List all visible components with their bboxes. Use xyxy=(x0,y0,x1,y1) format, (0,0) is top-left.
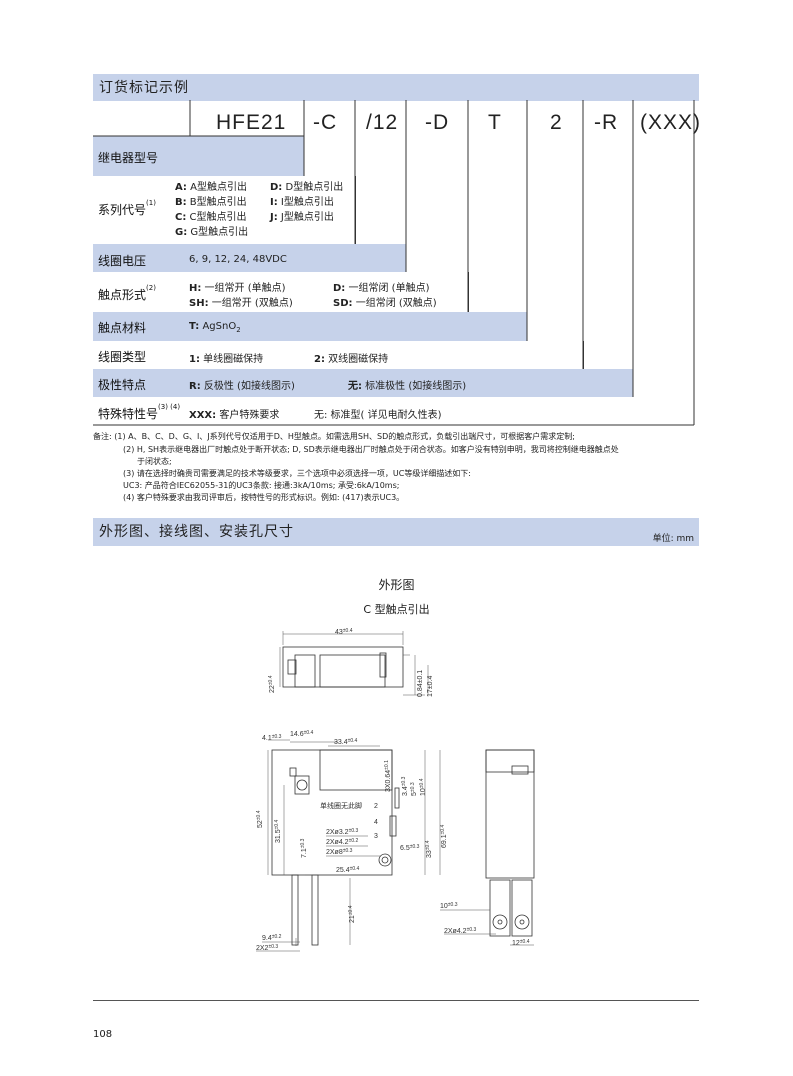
dim-21: 21±0.4 xyxy=(348,905,356,923)
code-part-contact: -D xyxy=(425,111,450,134)
dim-side-10: 10±0.3 xyxy=(440,902,458,910)
polarity-label: 极性特点 xyxy=(98,378,147,392)
note-2: (2) H, SH表示继电器出厂时触点处于断开状态; D, SD表示继电器出厂时… xyxy=(123,445,619,454)
coil-voltage-label: 线圈电压 xyxy=(98,254,147,268)
note-4: (4) 客户特殊要求由我司评审后，按特性号的形式标识。例如: (417)表示UC… xyxy=(123,493,405,502)
dim-3-4: 3.4±0.3 xyxy=(401,776,409,796)
series-label: 系列代号(1) xyxy=(98,199,156,217)
drawing-subtitle: C 型触点引出 xyxy=(363,603,430,616)
dim-6-5: 6.5±0.3 xyxy=(400,844,420,852)
coil-type-1: 1: 单线圈磁保持 xyxy=(189,354,264,365)
relay-type-label: 继电器型号 xyxy=(98,151,159,165)
contact-material-label: 触点材料 xyxy=(98,321,147,335)
step-block-6 xyxy=(93,341,584,369)
ordering-lines xyxy=(93,100,695,426)
contact-form-h: H: 一组常开 (单触点) xyxy=(189,283,286,294)
outline-header-band: 外形图、接线图、安装孔尺寸 单位: mm xyxy=(93,518,699,546)
dim-9-4: 9.4±0.2 xyxy=(262,934,282,942)
code-part-material: T xyxy=(488,111,502,134)
pin-3-label: 3 xyxy=(374,833,378,840)
ordering-header-band: 订货标记示例 xyxy=(93,74,699,101)
coil-type-label: 线圈类型 xyxy=(98,350,147,364)
step-block-2 xyxy=(93,176,356,244)
polarity-standard: 无: 标准极性 (如接线图示) xyxy=(348,381,467,392)
note-3b: UC3: 产品符合IEC62055-31的UC3条款: 接通:3kA/10ms;… xyxy=(123,481,400,490)
dim-2x2: 2X2±0.3 xyxy=(256,944,278,952)
single-coil-note: 单线圈无此脚 xyxy=(320,801,362,810)
contact-form-sh: SH: 一组常开 (双触点) xyxy=(189,298,293,309)
code-part-polarity: -R xyxy=(594,111,619,134)
note-2b: 于闭状态; xyxy=(137,457,172,466)
dim-5: 5±0.3 xyxy=(410,782,418,796)
dim-33-4: 33.4±0.4 xyxy=(334,738,358,746)
contact-form-d: D: 一组常闭 (单触点) xyxy=(333,283,430,294)
code-part-series: -C xyxy=(313,111,338,134)
dim-25-4: 25.4±0.4 xyxy=(336,866,360,874)
dim-pin-084: 0.84±0.1 xyxy=(417,670,424,697)
coil-voltage-value: 6, 9, 12, 24, 48VDC xyxy=(189,254,287,265)
dim-3x064: 3X0.64±0.1 xyxy=(384,760,392,792)
dim-side-hole: 2Xø4.2±0.3 xyxy=(444,927,476,935)
dim-31-5: 31.5±0.4 xyxy=(274,819,282,843)
ordering-title: 订货标记示例 xyxy=(99,80,189,96)
dim-10: 10±0.4 xyxy=(419,778,427,796)
coil-type-2: 2: 双线圈磁保持 xyxy=(314,354,389,365)
side-view-drawing: 10±0.3 2Xø4.2±0.3 12±0.4 xyxy=(440,749,535,947)
contact-form-label: 触点形式(2) xyxy=(98,284,156,302)
dim-7-1: 7.1±0.3 xyxy=(300,838,308,858)
footer-divider xyxy=(93,1000,699,1001)
step-block-1 xyxy=(93,136,304,176)
note-3: (3) 请在选择时确贵司需要满足的技术等级要求，三个选项中必须选择一项，UC等级… xyxy=(123,469,472,478)
top-view-drawing: 43±0.4 22±0.4 0.84±0.1 17±0.4 xyxy=(268,628,434,697)
outline-title: 外形图、接线图、安装孔尺寸 xyxy=(99,524,294,540)
dim-4-1: 4.1±0.3 xyxy=(262,734,282,742)
contact-material-value: T: AgSnO2 xyxy=(189,321,241,334)
special-xxx: XXX: 客户特殊要求 xyxy=(189,410,280,421)
step-block-3 xyxy=(93,244,406,272)
dim-hole-3-2: 2Xø3.2±0.3 xyxy=(326,828,358,836)
dim-side-12: 12±0.4 xyxy=(512,939,530,947)
series-options-left: A: A型触点引出 B: B型触点引出 C: C型触点引出 G: G型触点引出 xyxy=(175,182,249,238)
special-label: 特殊特性号(3) (4) xyxy=(98,403,181,421)
polarity-r: R: 反极性 (如接线图示) xyxy=(189,381,295,392)
dim-52: 52±0.4 xyxy=(256,810,264,828)
contact-form-sd: SD: 一组常闭 (双触点) xyxy=(333,298,437,309)
dim-h17: 17±0.4 xyxy=(427,676,434,697)
code-part-coil: 2 xyxy=(550,111,563,134)
dim-69-1: 69.1±0.4 xyxy=(440,824,448,848)
dim-33: 33±0.4 xyxy=(425,840,433,858)
step-block-5 xyxy=(93,312,527,341)
note-1: 备注: (1) A、B、C、D、G、I、J系列代号仅适用于D、H型触点。如需选用… xyxy=(93,432,575,441)
code-part-voltage: /12 xyxy=(366,111,399,134)
unit-label: 单位: mm xyxy=(652,534,694,544)
pin-2-label: 2 xyxy=(374,803,378,810)
dim-top-height: 22±0.4 xyxy=(268,675,276,693)
code-part-model: HFE21 xyxy=(216,111,287,134)
dim-top-width: 43±0.4 xyxy=(335,628,353,636)
special-standard: 无: 标准型( 详见电耐久性表) xyxy=(314,410,442,421)
pin-4-label: 4 xyxy=(374,819,378,826)
dim-hole-4-2: 2Xø4.2±0.2 xyxy=(326,838,358,846)
step-block-7 xyxy=(93,369,633,397)
front-view-drawing: 4.1±0.3 14.6±0.4 33.4±0.4 52±0.4 31.5±0.… xyxy=(256,730,448,952)
dim-hole-8: 2Xø8±0.3 xyxy=(326,848,353,856)
page-number: 108 xyxy=(93,1029,113,1040)
drawing-title: 外形图 xyxy=(378,578,415,592)
series-options-right: D: D型触点引出 I: I型触点引出 J: J型触点引出 xyxy=(270,182,344,223)
dim-14-6: 14.6±0.4 xyxy=(290,730,314,738)
code-part-special: (XXX) xyxy=(640,111,702,134)
step-block-4 xyxy=(93,272,469,312)
